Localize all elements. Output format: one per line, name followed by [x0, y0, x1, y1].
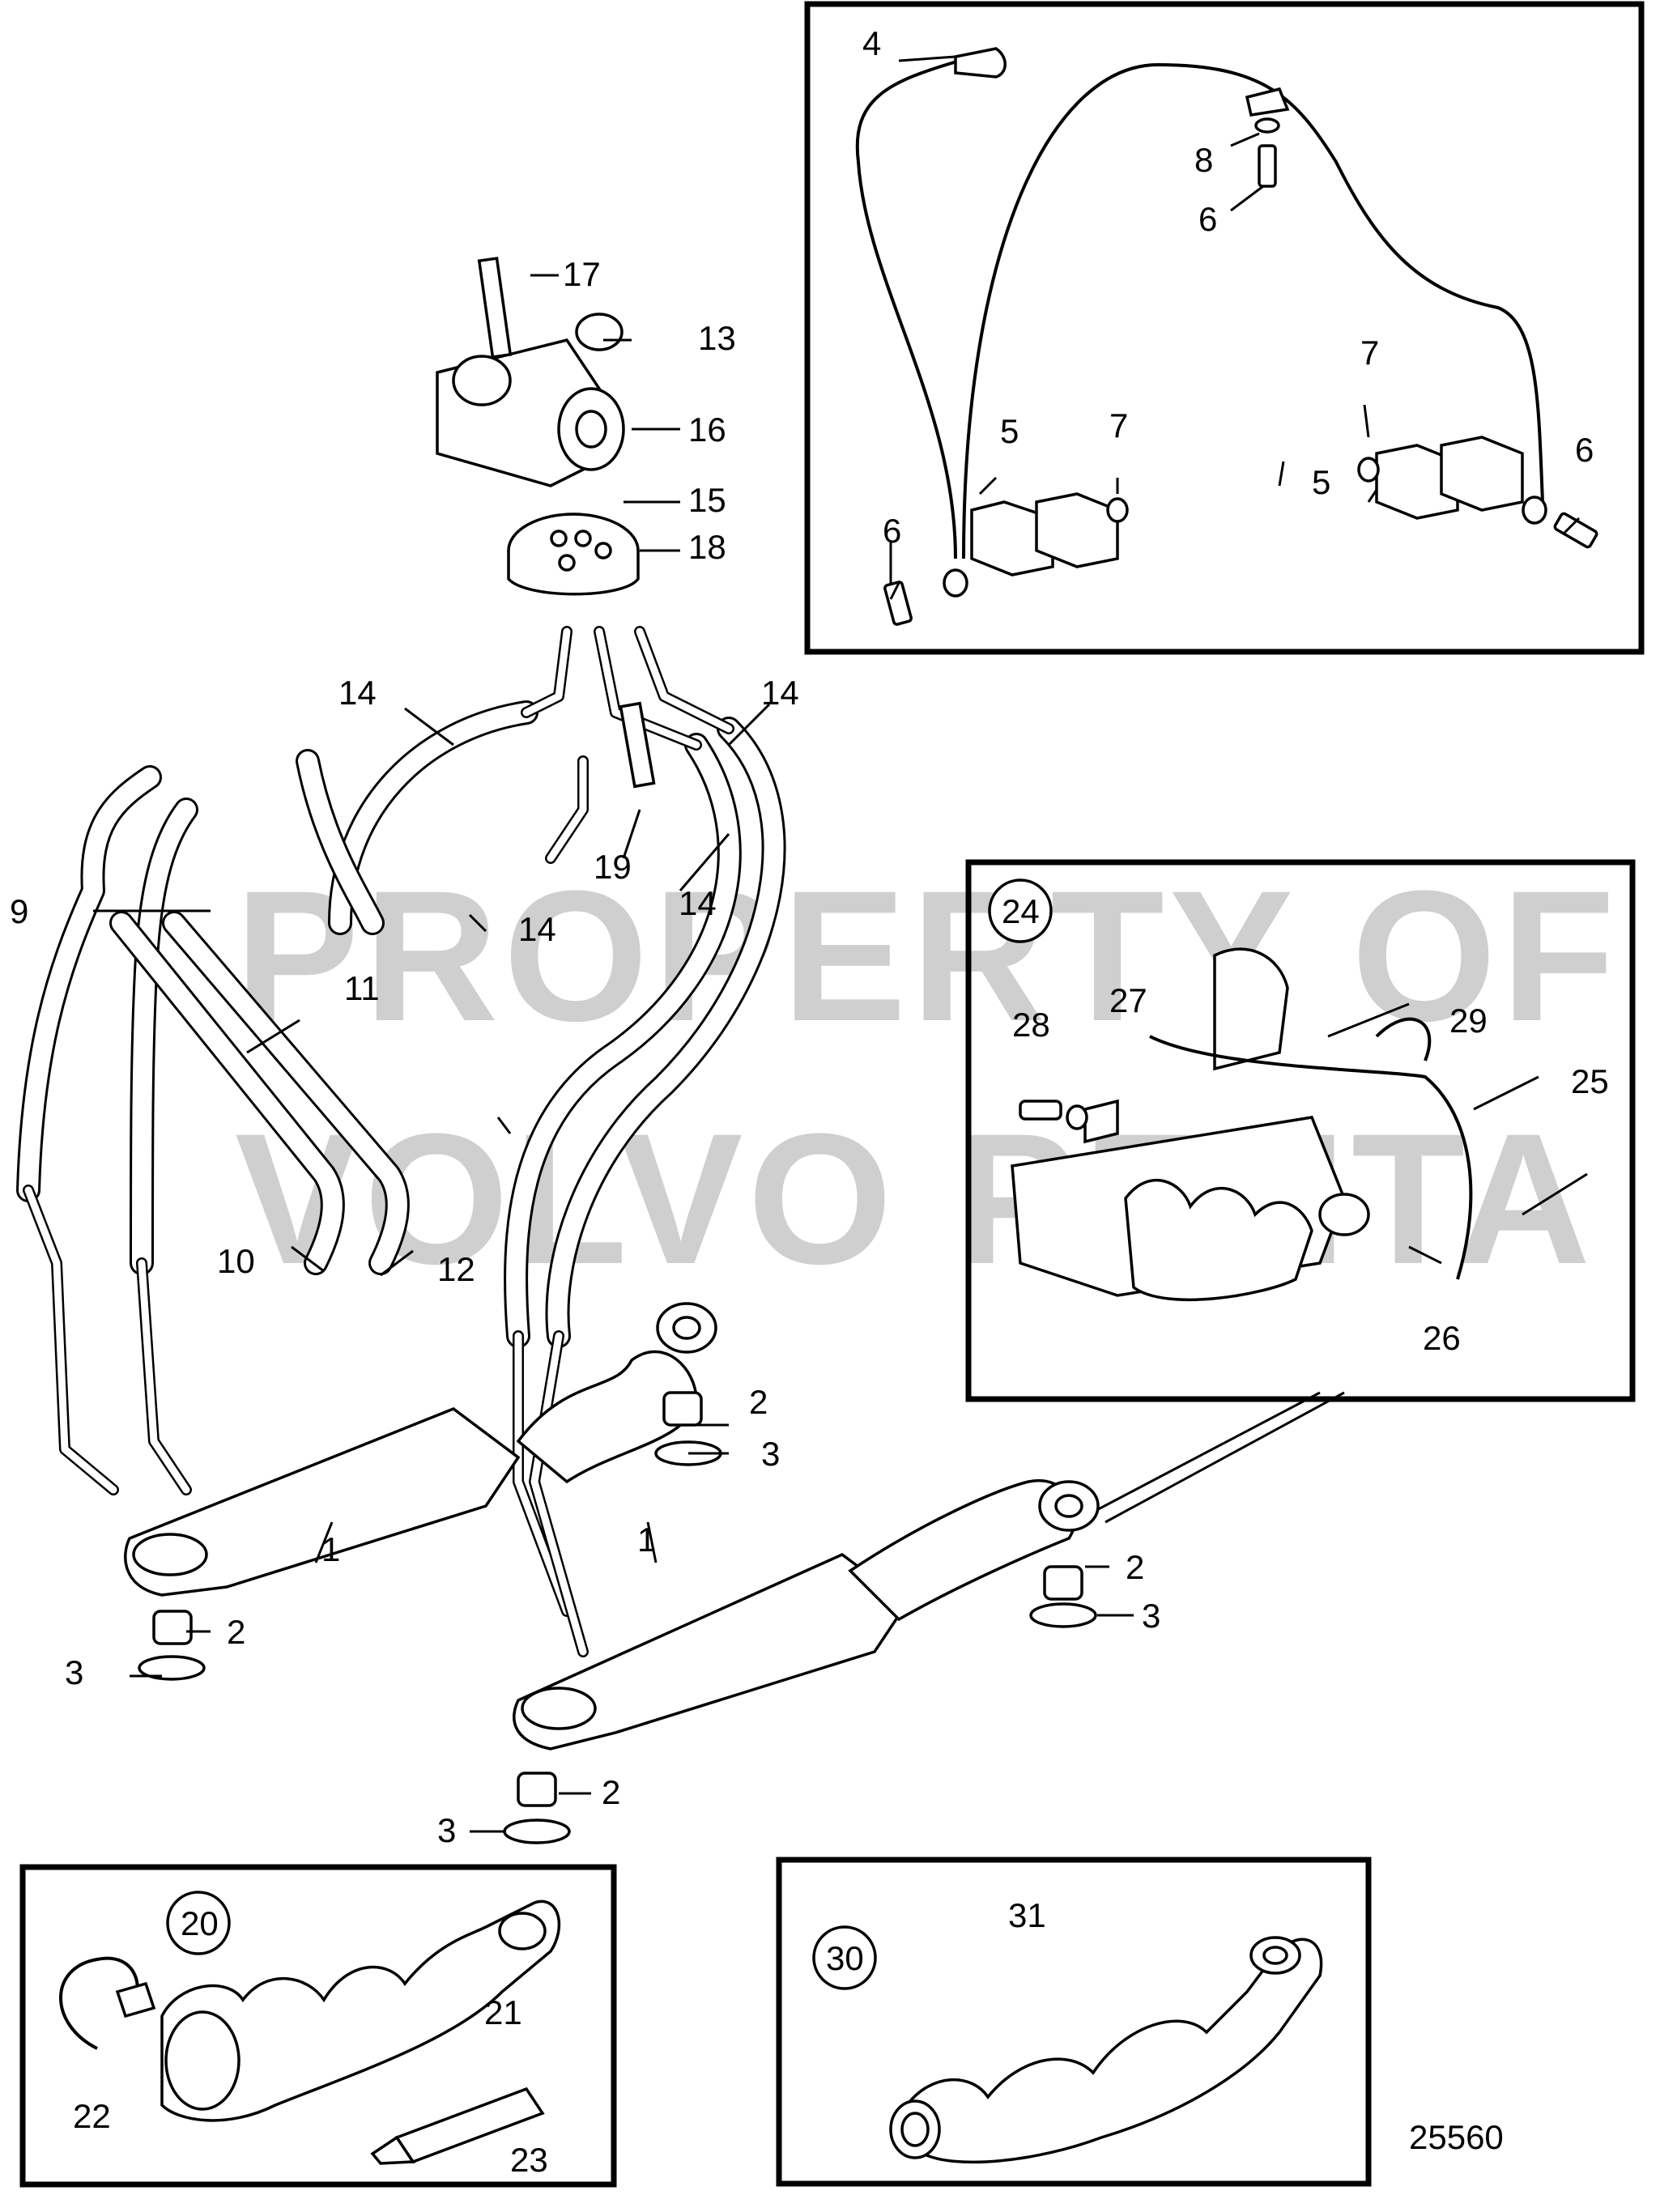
watermark-line-2: VOLVO PENTA: [235, 1095, 1595, 1303]
callout-14: 14: [518, 910, 556, 948]
detail-20-badge: [166, 1891, 231, 1955]
callout-5: 5: [1000, 412, 1019, 450]
callout-29: 29: [1449, 1002, 1488, 1040]
callout-23: 23: [510, 2141, 548, 2179]
callout-28: 28: [1012, 1006, 1050, 1044]
callout-14: 14: [761, 674, 799, 712]
callout-5: 5: [1312, 463, 1330, 501]
steering-cylinder-left: [124, 1302, 722, 1681]
callout-14: 14: [338, 674, 377, 712]
callout-6: 6: [1198, 200, 1217, 238]
callout-2: 2: [227, 1613, 245, 1651]
callout-9: 9: [10, 892, 28, 930]
detail-box-ground-cables: [804, 1, 1645, 655]
callout-26: 26: [1423, 1319, 1461, 1357]
callout-6: 6: [1575, 431, 1594, 469]
callout-31: 31: [1008, 1896, 1046, 1934]
callout-19: 19: [594, 848, 632, 886]
callout-13: 13: [698, 319, 736, 357]
leader-lines: [93, 55, 1581, 1833]
callout-2: 2: [749, 1383, 768, 1421]
steering-cylinder-right: [503, 1478, 1100, 1844]
figure-number: 25560: [1409, 2118, 1504, 2156]
callout-7: 7: [1109, 406, 1128, 445]
callout-3: 3: [1142, 1597, 1160, 1635]
detail-box-20: [19, 1864, 617, 2188]
callout-14: 14: [679, 884, 717, 922]
callout-10: 10: [217, 1242, 255, 1280]
callout-7: 7: [1360, 334, 1379, 372]
detail-box-30: [776, 1857, 1372, 2187]
callout-12: 12: [437, 1250, 475, 1288]
callout-2: 2: [1126, 1548, 1144, 1586]
ground-cable-detail: [855, 47, 1598, 626]
callout-3: 3: [437, 1811, 456, 1849]
valve-block: [436, 257, 656, 789]
callout-15: 15: [688, 481, 726, 519]
callout-25: 25: [1571, 1062, 1609, 1100]
watermark: PROPERTY OF VOLVO PENTA: [235, 852, 1620, 1303]
detail-30-contents: [889, 1936, 1323, 2164]
callout-17: 17: [563, 255, 601, 293]
detail-24-pointer: [1088, 1391, 1345, 1524]
hydraulic-hoses: [16, 626, 786, 1657]
callouts: 1 1 2 2 2 2 3 3 3 3 4 5 5 6 6 6 7 7 8 9 …: [10, 24, 1609, 2179]
detail-30-badge: [812, 1925, 877, 1990]
callout-3: 3: [65, 1653, 83, 1691]
callout-3: 3: [761, 1435, 780, 1473]
callout-21: 21: [484, 1993, 522, 2031]
callout-11: 11: [344, 969, 380, 1007]
callout-8: 8: [1194, 141, 1213, 179]
callout-4: 4: [862, 24, 881, 62]
callout-6: 6: [883, 512, 901, 550]
callout-1: 1: [321, 1530, 340, 1568]
callout-30: 30: [826, 1939, 864, 1977]
callout-22: 22: [73, 2097, 111, 2135]
callout-27: 27: [1109, 981, 1147, 1019]
callout-18: 18: [688, 528, 726, 566]
callout-1: 1: [637, 1521, 656, 1559]
callout-20: 20: [181, 1904, 219, 1942]
callout-24: 24: [1002, 892, 1040, 930]
watermark-line-1: PROPERTY OF: [235, 852, 1620, 1060]
callout-16: 16: [688, 410, 726, 449]
detail-box-24: [965, 859, 1636, 1402]
detail-24-badge: [988, 878, 1053, 943]
detail-20-contents: [59, 1899, 561, 2165]
detail-24-contents: [1011, 947, 1588, 1301]
callout-2: 2: [602, 1773, 620, 1811]
